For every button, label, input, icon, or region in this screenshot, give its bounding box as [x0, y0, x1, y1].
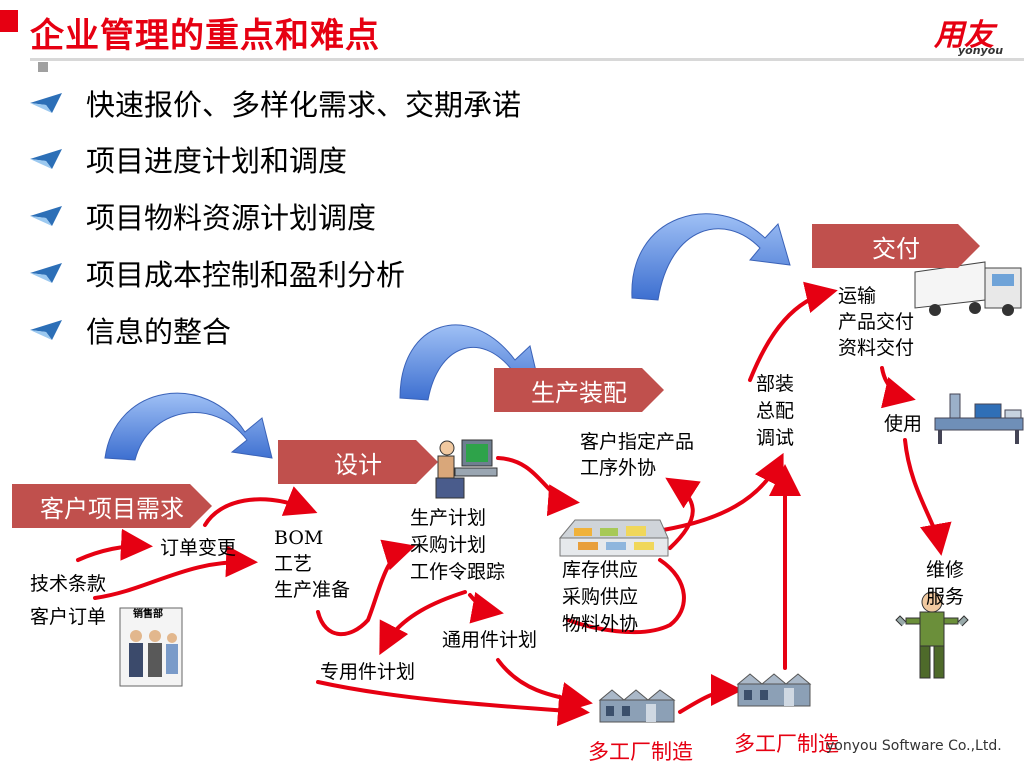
warehouse-icon: [558, 519, 669, 557]
label-bom: BOM: [274, 527, 324, 549]
label-production-prep: 生产准备: [274, 579, 351, 601]
label-customer-specified: 客户指定产品: [580, 431, 695, 453]
stage-production: 生产装配: [494, 368, 664, 412]
repair-worker-icon: [895, 591, 969, 679]
label-product-delivery: 产品交付: [838, 311, 915, 333]
label-subassembly: 部装: [756, 373, 795, 395]
stage-design: 设计: [278, 440, 438, 484]
label-material-outsourcing: 物料外协: [562, 613, 639, 635]
label-document-delivery: 资料交付: [838, 337, 915, 359]
label-outsourced-process: 工序外协: [580, 457, 657, 479]
stage-delivery: 交付: [812, 224, 980, 268]
paper-plane-icon: [30, 320, 62, 340]
label-purchase-plan: 采购计划: [410, 534, 487, 556]
label-service: 服务: [926, 586, 965, 608]
brand-logo-en: yonyou: [958, 44, 1004, 57]
title-sub-marker: [38, 62, 48, 72]
paper-plane-icon: [30, 149, 62, 169]
curved-arrow-3: [631, 213, 791, 301]
paper-plane-icon: [30, 93, 62, 113]
footer-copyright: yonyou Software Co.,Ltd.: [826, 738, 1002, 754]
label-repair: 维修: [926, 559, 965, 581]
paper-plane-icon: [30, 263, 62, 283]
bullet-item: 项目物料资源计划调度: [28, 195, 376, 237]
label-final-assembly: 总配: [756, 400, 795, 422]
label-transport: 运输: [838, 285, 877, 307]
bullet-item: 项目进度计划和调度: [28, 138, 347, 180]
label-sales-dept: 销售部: [133, 609, 163, 620]
label-multi-factory-2: 多工厂制造: [734, 732, 839, 756]
label-purchase-supply: 采购供应: [562, 586, 639, 608]
label-order-change: 订单变更: [160, 537, 237, 559]
page-title: 企业管理的重点和难点: [30, 16, 380, 56]
label-general-parts: 通用件计划: [442, 629, 538, 651]
curved-arrow-2: [399, 324, 541, 401]
label-stock-supply: 库存供应: [562, 559, 639, 581]
factory-icon: [736, 673, 812, 707]
production-line-icon: [934, 393, 1024, 444]
label-tech-terms: 技术条款: [30, 573, 107, 595]
factory-icon: [598, 689, 676, 723]
title-marker: [0, 10, 18, 32]
label-work-order-track: 工作令跟踪: [410, 561, 506, 583]
bullet-item: 快速报价、多样化需求、交期承诺: [28, 82, 521, 124]
label-production-plan: 生产计划: [410, 507, 487, 529]
label-multi-factory-1: 多工厂制造: [588, 740, 693, 764]
label-process: 工艺: [274, 553, 313, 575]
bullet-item: 项目成本控制和盈利分析: [28, 252, 405, 294]
title-divider: [30, 58, 1024, 61]
brand-logo: 用友: [934, 18, 994, 53]
sales-department-icon: [119, 607, 183, 687]
computer-worker-icon: [435, 439, 498, 499]
label-customer-order: 客户订单: [30, 606, 107, 628]
label-use: 使用: [884, 413, 923, 435]
stage-customer-demand: 客户项目需求: [12, 484, 212, 528]
paper-plane-icon: [30, 206, 62, 226]
truck-icon: [914, 261, 1022, 316]
curved-arrow-1: [104, 392, 273, 461]
label-commissioning: 调试: [756, 427, 795, 449]
red-flow-arrows: [76, 281, 952, 727]
label-special-parts: 专用件计划: [320, 661, 416, 683]
bullet-item: 信息的整合: [28, 309, 231, 351]
